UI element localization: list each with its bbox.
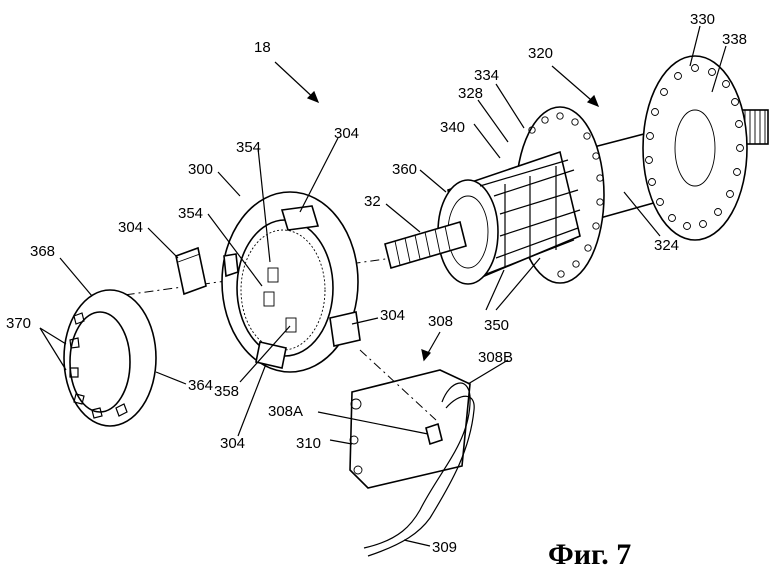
label-309: 309	[432, 539, 457, 556]
label-350: 350	[484, 317, 509, 334]
sensor-bracket	[349, 369, 471, 489]
label-310: 310	[296, 435, 321, 452]
ring-magnet-left	[223, 253, 239, 278]
label-338: 338	[722, 31, 747, 48]
label-32: 32	[364, 193, 381, 210]
label-324: 324	[654, 237, 679, 254]
lock-ring	[63, 289, 157, 427]
sensor-308A	[425, 422, 443, 446]
label-360: 360	[392, 161, 417, 178]
sensor-cable-outer	[367, 395, 475, 557]
label-358: 358	[214, 383, 239, 400]
label-304-bottom: 304	[220, 435, 245, 452]
label-370: 370	[6, 315, 31, 332]
freewheel-splines	[479, 159, 581, 275]
label-330: 330	[690, 11, 715, 28]
label-304-left: 304	[118, 219, 143, 236]
label-320: 320	[528, 45, 553, 62]
label-308A: 308A	[268, 403, 303, 420]
lock-ring-notches	[69, 312, 128, 419]
sensor-cable	[363, 382, 471, 549]
label-308B: 308B	[478, 349, 513, 366]
label-300: 300	[188, 161, 213, 178]
reference-labels: 18 320 330 338 334 328 340 360 32 324 35…	[6, 11, 747, 556]
figure-caption: Фиг. 7	[548, 538, 631, 571]
ring-magnet-top	[280, 205, 320, 231]
right-flange-spoke-holes	[645, 64, 744, 230]
right-flange	[642, 55, 748, 241]
label-304-right: 304	[380, 307, 405, 324]
magnet-ring	[221, 191, 361, 373]
label-354-b: 354	[178, 205, 203, 222]
ring-magnet-right	[329, 311, 361, 347]
label-368: 368	[30, 243, 55, 260]
label-354-a: 354	[236, 139, 261, 156]
magnet-ring-inner	[236, 219, 334, 357]
left-flange-spoke-holes	[528, 112, 604, 278]
label-18: 18	[254, 39, 271, 56]
leader-lines	[39, 25, 727, 547]
sensor-unit	[349, 349, 475, 557]
hub-body	[384, 55, 769, 285]
loose-magnet	[175, 246, 207, 296]
label-364: 364	[188, 377, 213, 394]
label-340: 340	[440, 119, 465, 136]
label-304-top: 304	[334, 125, 359, 142]
ring-magnet-bottom	[255, 341, 287, 369]
label-334: 334	[474, 67, 499, 84]
label-308: 308	[428, 313, 453, 330]
lock-ring-inner	[69, 311, 131, 413]
label-328: 328	[458, 85, 483, 102]
